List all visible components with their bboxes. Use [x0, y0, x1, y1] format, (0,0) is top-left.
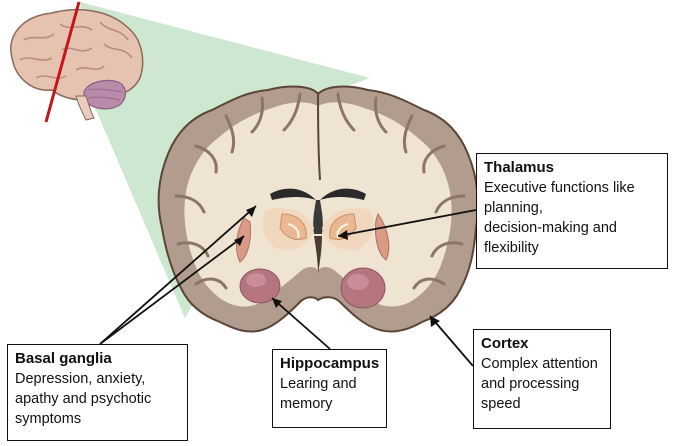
cortex-label-box: Cortex Complex attention and processing … [473, 329, 611, 429]
hippocampus-label-box: Hippocampus Learing and memory [272, 349, 387, 428]
hippocampus-title: Hippocampus [280, 355, 380, 372]
basal-ganglia-left [236, 217, 251, 263]
whole-brain-icon [10, 8, 144, 121]
basal-ganglia-label-box: Basal ganglia Depression, anxiety, apath… [7, 344, 188, 441]
cortex-title: Cortex [481, 335, 529, 352]
thalamus-connector [337, 209, 477, 237]
hippocampus-description: Learing and memory [280, 376, 357, 412]
basal-ganglia-connector-2 [99, 235, 245, 345]
cortex-description: Complex attention and processing speed [481, 356, 598, 412]
cortex-connector [429, 315, 474, 367]
hippocampus-connector [271, 297, 331, 350]
basal-ganglia-title: Basal ganglia [15, 350, 112, 367]
coronal-cut-line [44, 1, 81, 123]
thalamus-description: Executive functions like planning, decis… [484, 180, 635, 256]
thalamus-label-box: Thalamus Executive functions like planni… [476, 153, 668, 269]
thalamus-title: Thalamus [484, 159, 555, 176]
coronal-brain-slice [157, 85, 479, 333]
basal-ganglia-description: Depression, anxiety, apathy and psychoti… [15, 371, 152, 427]
connector-lines [99, 205, 477, 367]
basal-ganglia-connector-1 [99, 205, 257, 345]
